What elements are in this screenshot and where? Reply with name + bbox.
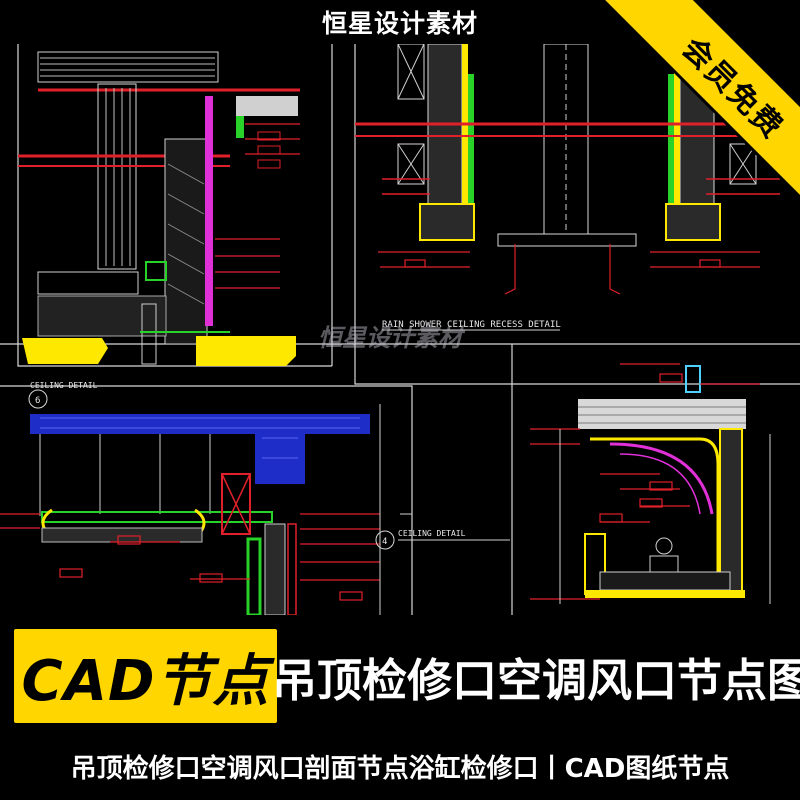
ceiling-detail-label-2: CEILING DETAIL: [398, 529, 466, 538]
ceiling-detail-label-1: CEILING DETAIL: [30, 381, 98, 390]
brand-title: 恒星设计素材: [321, 9, 478, 38]
title-row: CAD节点 吊顶检修口空调风口节点图: [0, 615, 800, 733]
watermark: 恒星设计素材: [318, 324, 462, 352]
bottom-right-detail: 4 CEILING DETAIL: [375, 363, 771, 604]
cad-badge: CAD节点: [14, 629, 277, 723]
top-header-bar: 恒星设计素材: [0, 0, 800, 44]
bottom-left-detail: 6 CEILING DETAIL: [0, 381, 412, 615]
cad-badge-text: CAD节点: [21, 648, 270, 714]
shower-detail-label: RAIN SHOWER CEILING RECESS DETAIL: [382, 320, 561, 330]
subtitle-bar: 吊顶检修口空调风口剖面节点浴缸检修口丨CAD图纸节点: [0, 733, 800, 800]
headline: 吊顶检修口空调风口节点图: [272, 629, 800, 723]
top-right-detail: RAIN SHOWER CEILING RECESS DETAIL: [355, 44, 800, 331]
section-marker-circle-6: [28, 389, 48, 409]
section-marker-4: 4: [382, 537, 387, 547]
section-marker-circle-4: [375, 530, 395, 550]
subtitle-text: 吊顶检修口空调风口剖面节点浴缸检修口丨CAD图纸节点: [70, 754, 730, 784]
headline-text: 吊顶检修口空调风口节点图: [272, 653, 800, 707]
section-marker-6: 6: [35, 396, 40, 406]
top-left-detail: [18, 51, 300, 366]
